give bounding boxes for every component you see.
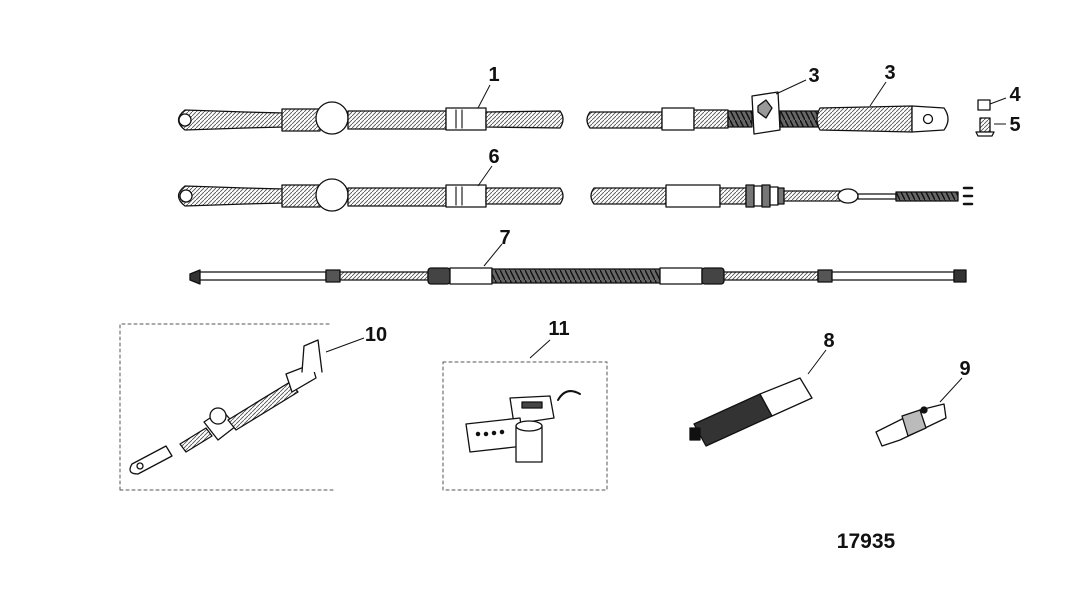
cable-6-ball bbox=[315, 178, 349, 212]
cable-6-eyelet bbox=[179, 189, 193, 203]
cable-3-right bbox=[586, 91, 949, 135]
cable-6-right bbox=[590, 184, 974, 208]
cable-6-left bbox=[177, 178, 564, 212]
part-8-fitting bbox=[689, 377, 813, 447]
callout-5: 5 bbox=[1009, 114, 1020, 136]
cable-6-boot bbox=[745, 184, 785, 208]
callout-3-cable: 3 bbox=[884, 62, 895, 84]
callout-1: 1 bbox=[488, 64, 499, 86]
part-4-nut bbox=[977, 99, 991, 111]
cable-1-left bbox=[177, 101, 564, 135]
callout-8: 8 bbox=[823, 330, 834, 352]
callout-11: 11 bbox=[548, 318, 569, 340]
kit-10-parts bbox=[129, 339, 323, 475]
callout-10: 10 bbox=[365, 324, 387, 346]
cable-3-eyelet bbox=[922, 113, 934, 125]
cable-7 bbox=[189, 267, 967, 285]
callout-9: 9 bbox=[959, 358, 970, 380]
kit-10-box bbox=[119, 323, 335, 491]
kit-11-box bbox=[442, 361, 608, 491]
part-5-bolt bbox=[975, 117, 995, 137]
callout-4: 4 bbox=[1009, 84, 1021, 106]
part-9-fitting bbox=[875, 403, 947, 447]
cable-1-eyelet bbox=[178, 113, 192, 127]
callout-3-clamp: 3 bbox=[808, 65, 819, 87]
figure-number: 17935 bbox=[837, 530, 896, 553]
callout-6: 6 bbox=[488, 146, 499, 168]
callout-7: 7 bbox=[499, 227, 510, 249]
kit-11-parts bbox=[465, 390, 581, 463]
cable-1-ball bbox=[315, 101, 349, 135]
